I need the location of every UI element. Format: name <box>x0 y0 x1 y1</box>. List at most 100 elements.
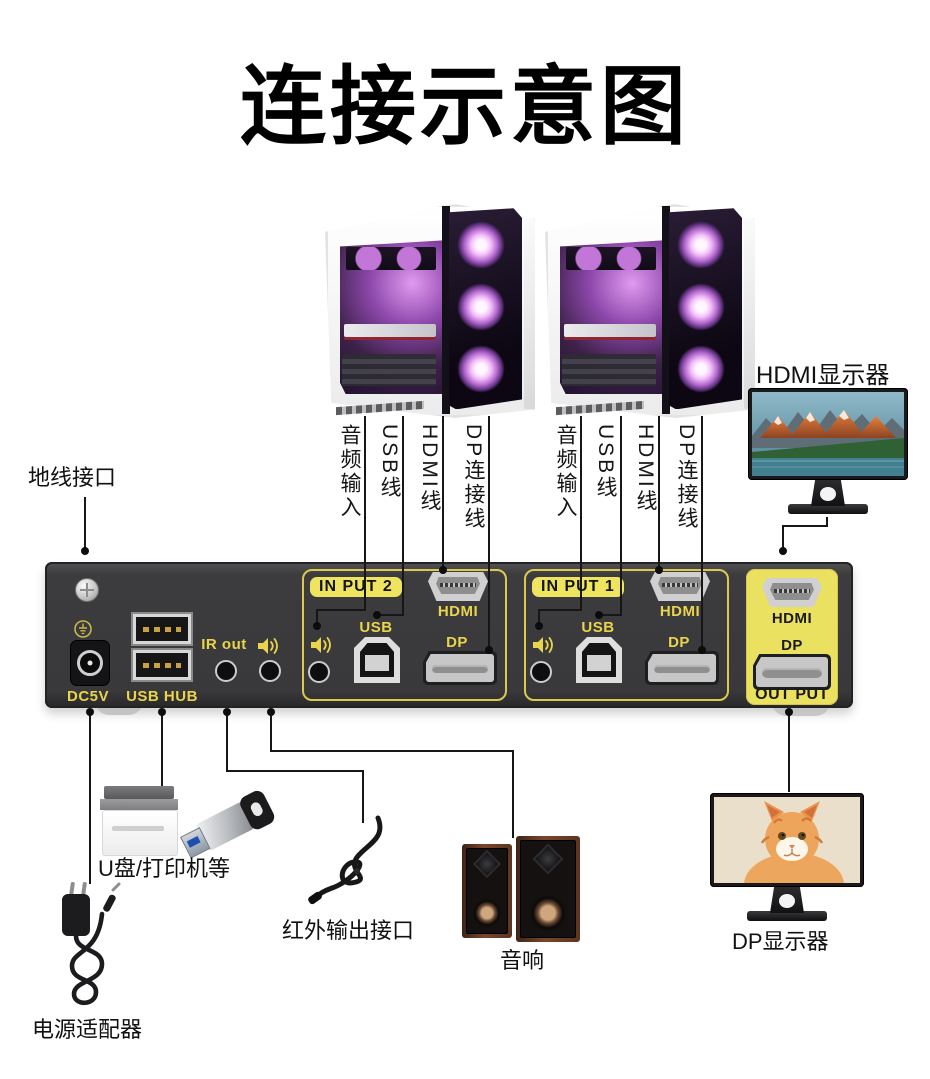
dp-port <box>423 651 497 685</box>
connection-dot <box>785 708 793 716</box>
hdmi-monitor-label: HDMI显示器 <box>756 362 890 389</box>
cable-label-dp-1: DP连接线 <box>462 424 485 532</box>
printer-lid <box>104 786 174 799</box>
audio-out-jack <box>259 660 281 682</box>
pc-radiator <box>346 246 437 271</box>
connection-line <box>826 517 828 527</box>
monitor-stand <box>770 887 804 913</box>
usb-flash-drive <box>176 782 277 860</box>
input-1-badge: IN PUT 1 <box>532 577 624 597</box>
connection-line <box>89 712 91 884</box>
speaker-woofer <box>472 898 502 928</box>
cable-line <box>599 614 622 616</box>
dp-monitor <box>710 793 864 921</box>
rgb-fan <box>677 345 726 394</box>
annotation-line <box>84 497 86 548</box>
ir-cable <box>308 815 383 905</box>
pc-frame-spine <box>661 206 670 414</box>
printer-body <box>102 810 178 856</box>
monitor-base <box>788 504 868 514</box>
usb-port-label: USB <box>359 619 393 636</box>
speaker-icon <box>311 637 331 653</box>
hdmi-monitor <box>748 388 908 514</box>
connection-line <box>512 750 514 838</box>
input-1-section: IN PUT 1 USB HDMI DP <box>524 569 729 701</box>
usb-peripherals-label: U盘/打印机等 <box>98 856 231 881</box>
connection-dot <box>81 547 89 555</box>
connection-dot <box>595 611 603 619</box>
cable-line <box>317 609 366 611</box>
kvm-switch: DC5V USB HUB IR out IN PUT 2 USB HDMI DP <box>45 562 853 708</box>
connection-line <box>782 525 828 527</box>
speakers <box>462 836 582 944</box>
pc-frame-spine <box>441 206 450 414</box>
connection-line <box>270 712 272 752</box>
hdmi-port <box>428 572 488 601</box>
monitor-base <box>747 911 827 921</box>
rgb-fan <box>677 221 726 270</box>
rgb-fan <box>457 221 506 270</box>
input-2-section: IN PUT 2 USB HDMI DP <box>302 569 507 701</box>
speaker-woofer <box>529 894 567 932</box>
connection-dot <box>535 622 543 630</box>
rgb-fan <box>677 283 726 332</box>
dp-monitor-label: DP显示器 <box>732 929 829 954</box>
connection-line <box>226 712 228 772</box>
cable-line <box>488 416 490 648</box>
power-adapter <box>62 881 121 1006</box>
connection-line <box>161 712 163 786</box>
connection-dot <box>485 646 493 654</box>
output-section: HDMI DP OUT PUT <box>746 569 838 705</box>
pc-gpu <box>563 323 657 337</box>
connection-dot <box>779 547 787 555</box>
cable-line <box>316 609 318 624</box>
cable-label-usb-2: USB线 <box>594 424 617 501</box>
ground-symbol-icon <box>74 620 92 638</box>
rgb-fan <box>457 345 506 394</box>
power-adapter-label: 电源适配器 <box>32 1017 143 1042</box>
cable-line <box>538 609 540 624</box>
output-label: OUT PUT <box>755 686 829 703</box>
hdmi-port <box>650 572 710 601</box>
pc-tower-2 <box>545 204 755 418</box>
ir-out-jack <box>215 660 237 682</box>
dp-port <box>645 651 719 685</box>
connection-dot <box>313 622 321 630</box>
usb-hub-label: USB HUB <box>126 688 198 705</box>
connection-dot <box>267 708 275 716</box>
connection-dot <box>223 708 231 716</box>
audio-in-jack <box>308 661 330 683</box>
hdmi-port-label: HDMI <box>659 603 701 620</box>
cable-label-dp-2: DP连接线 <box>675 424 698 532</box>
connection-line <box>788 712 790 792</box>
cable-label-hdmi-1: HDMI线 <box>418 424 441 514</box>
usb-hub-port-2 <box>131 648 193 682</box>
ground-screw <box>75 578 99 602</box>
speaker-icon <box>258 638 278 654</box>
cable-label-usb-1: USB线 <box>378 424 401 501</box>
pc-psu-shroud <box>341 353 437 386</box>
input-2-badge: IN PUT 2 <box>310 577 402 597</box>
cat-wallpaper <box>714 797 860 883</box>
page-title: 连接示意图 <box>240 59 690 155</box>
mountain-wallpaper <box>752 392 904 476</box>
hdmi-port-label: HDMI <box>437 603 479 620</box>
speaker-icon <box>533 637 553 653</box>
cable-label-audio-2: 音频输入 <box>554 424 577 520</box>
cable-line <box>539 609 582 611</box>
cable-label-hdmi-2: HDMI线 <box>634 424 657 514</box>
connection-line <box>782 525 784 548</box>
monitor-stand <box>811 480 845 506</box>
connection-line <box>362 770 364 823</box>
ir-out-label: IR out <box>201 636 247 653</box>
dp-port-label: DP <box>446 634 468 651</box>
hdmi-out-label: HDMI <box>771 610 813 627</box>
cable-line <box>701 416 703 648</box>
connection-line <box>226 770 364 772</box>
usb-b-port <box>354 637 400 683</box>
connection-dot <box>86 708 94 716</box>
pc-psu-shroud <box>561 353 657 386</box>
connection-line <box>270 750 514 752</box>
speakers-label: 音响 <box>499 948 544 973</box>
